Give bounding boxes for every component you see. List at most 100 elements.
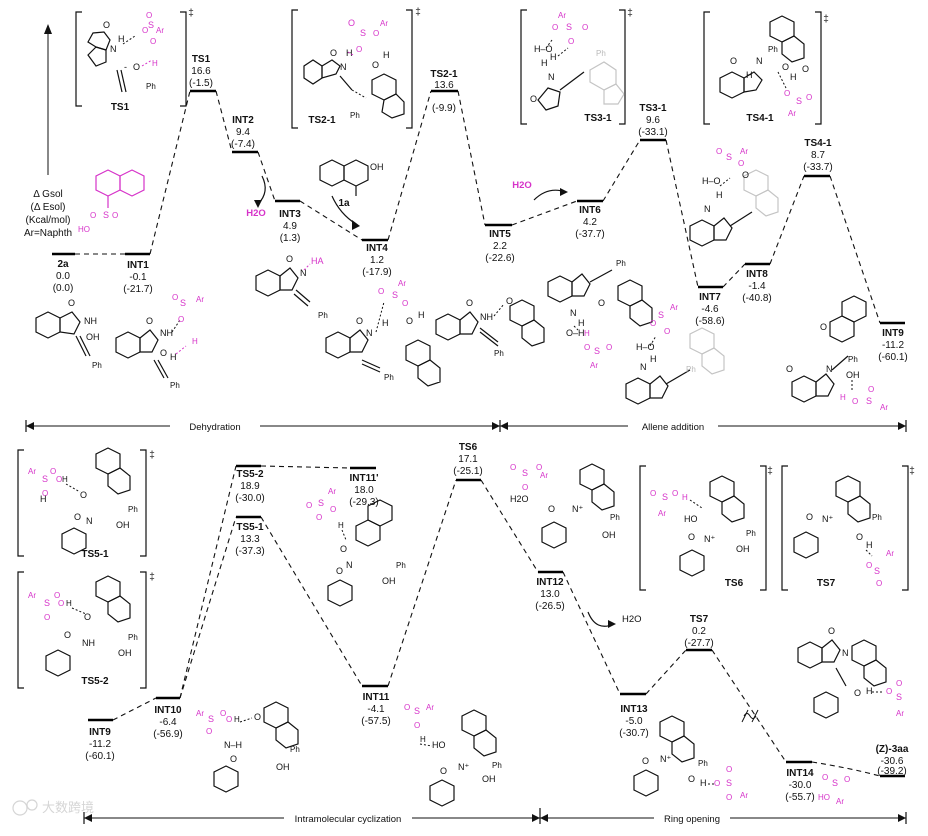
svg-text:O: O	[440, 766, 447, 776]
svg-text:O: O	[726, 765, 732, 774]
svg-text:O: O	[68, 298, 75, 308]
svg-text:O: O	[856, 532, 863, 542]
svg-text:TS1: TS1	[192, 54, 211, 65]
svg-text:H: H	[152, 59, 158, 68]
svg-text:O: O	[522, 483, 528, 492]
svg-text:(-7.4): (-7.4)	[231, 139, 255, 150]
svg-text:NH: NH	[84, 316, 97, 326]
svg-text:(-40.8): (-40.8)	[742, 293, 771, 304]
svg-text:O: O	[64, 630, 71, 640]
svg-text:O: O	[650, 489, 656, 498]
svg-text:OH: OH	[382, 576, 396, 586]
h2o-bottom: H2O	[587, 611, 642, 628]
svg-text:H: H	[170, 352, 177, 362]
svg-text:Ar: Ar	[590, 361, 598, 370]
svg-text:O: O	[372, 60, 379, 70]
svg-text:Ph: Ph	[128, 633, 138, 642]
svg-text:(-60.1): (-60.1)	[878, 352, 907, 363]
svg-text:TS5-1: TS5-1	[81, 549, 109, 560]
section-bar-top: Dehydration Allene addition	[25, 420, 907, 433]
svg-text:O: O	[90, 211, 96, 220]
svg-text:O: O	[802, 64, 809, 74]
svg-text:13.6: 13.6	[434, 80, 454, 91]
svg-text:TS6: TS6	[725, 578, 744, 589]
svg-text:O: O	[330, 48, 337, 58]
svg-text:NH: NH	[82, 638, 95, 648]
svg-text:O: O	[664, 327, 670, 336]
svg-text:HO: HO	[684, 514, 698, 524]
svg-text:S: S	[726, 778, 732, 788]
svg-text:S: S	[662, 492, 668, 502]
svg-text:2.2: 2.2	[493, 241, 507, 252]
ts52-box: ‡ TS5-2 Ar S O O O H O O NH Ph OH	[17, 571, 155, 689]
svg-text:O: O	[112, 211, 118, 220]
svg-text:H: H	[578, 318, 585, 328]
label-int10: INT10-6.4(-56.9)	[153, 705, 182, 740]
svg-text:O: O	[142, 26, 148, 35]
label-ts52: TS5-218.9(-30.0)	[235, 469, 264, 504]
svg-text:O: O	[178, 315, 184, 324]
svg-text:-4.1: -4.1	[367, 704, 385, 715]
svg-text:Ar: Ar	[886, 549, 894, 558]
svg-text:H: H	[682, 493, 688, 502]
svg-text:O: O	[84, 612, 91, 622]
svg-text:N⁺: N⁺	[660, 754, 671, 764]
svg-text:O: O	[133, 62, 140, 72]
svg-text:Ar: Ar	[28, 467, 36, 476]
svg-text:(-21.7): (-21.7)	[123, 284, 152, 295]
svg-text:O: O	[688, 774, 695, 784]
axis-label-gsol: Δ Gsol	[33, 189, 62, 200]
svg-text:OH: OH	[736, 544, 750, 554]
svg-text:O: O	[50, 467, 56, 476]
svg-text:O: O	[854, 688, 861, 698]
label-int11p: INT11'18.0(-29.3)	[349, 473, 378, 508]
structure-int5: O NH O Ph	[435, 296, 545, 358]
svg-text:O: O	[414, 721, 420, 730]
svg-text:N: N	[704, 204, 711, 214]
svg-text:O: O	[844, 775, 850, 784]
svg-text:4.9: 4.9	[283, 221, 297, 232]
svg-text:S: S	[896, 692, 902, 702]
svg-text:HO: HO	[818, 793, 830, 802]
svg-text:OH: OH	[602, 530, 616, 540]
structure-2a: O NH OH Ph	[35, 298, 102, 370]
svg-text:13.3: 13.3	[240, 534, 260, 545]
svg-text:HA: HA	[311, 256, 324, 266]
svg-text:O: O	[373, 29, 379, 38]
svg-text:Ph: Ph	[610, 513, 620, 522]
svg-text:H: H	[66, 599, 72, 608]
structure-int14: O N O H O S O Ar	[797, 626, 904, 719]
svg-text:INT12: INT12	[536, 577, 564, 588]
svg-text:NH: NH	[480, 312, 493, 322]
svg-text:Ph: Ph	[128, 505, 138, 514]
svg-text:INT1: INT1	[127, 260, 149, 271]
svg-text:‡: ‡	[627, 8, 633, 19]
svg-text:O: O	[44, 613, 50, 622]
svg-text:INT9: INT9	[89, 727, 111, 738]
svg-text:O: O	[568, 37, 574, 46]
svg-text:INT2: INT2	[232, 115, 254, 126]
svg-text:O: O	[306, 501, 312, 510]
svg-text:O: O	[552, 23, 558, 32]
svg-text:‡: ‡	[149, 572, 155, 583]
svg-text:S: S	[208, 714, 214, 724]
svg-text:O: O	[536, 463, 542, 472]
structure-int12: O S O O Ar H2O N⁺ O Ph OH	[510, 463, 620, 549]
svg-text:Dehydration: Dehydration	[189, 422, 240, 433]
svg-text:1.2: 1.2	[370, 255, 384, 266]
svg-text:-: -	[124, 62, 127, 72]
svg-text:S: S	[594, 346, 600, 356]
svg-text:O: O	[530, 94, 537, 104]
svg-text:S: S	[360, 28, 366, 38]
svg-text:Ph: Ph	[92, 361, 102, 370]
svg-text:TS7: TS7	[817, 578, 836, 589]
svg-text:O: O	[150, 37, 156, 46]
svg-text:-0.1: -0.1	[129, 272, 147, 283]
svg-text:13.0: 13.0	[540, 589, 560, 600]
bottom-profile	[88, 464, 905, 778]
svg-text:‡: ‡	[823, 14, 829, 25]
svg-text:H: H	[192, 337, 198, 346]
